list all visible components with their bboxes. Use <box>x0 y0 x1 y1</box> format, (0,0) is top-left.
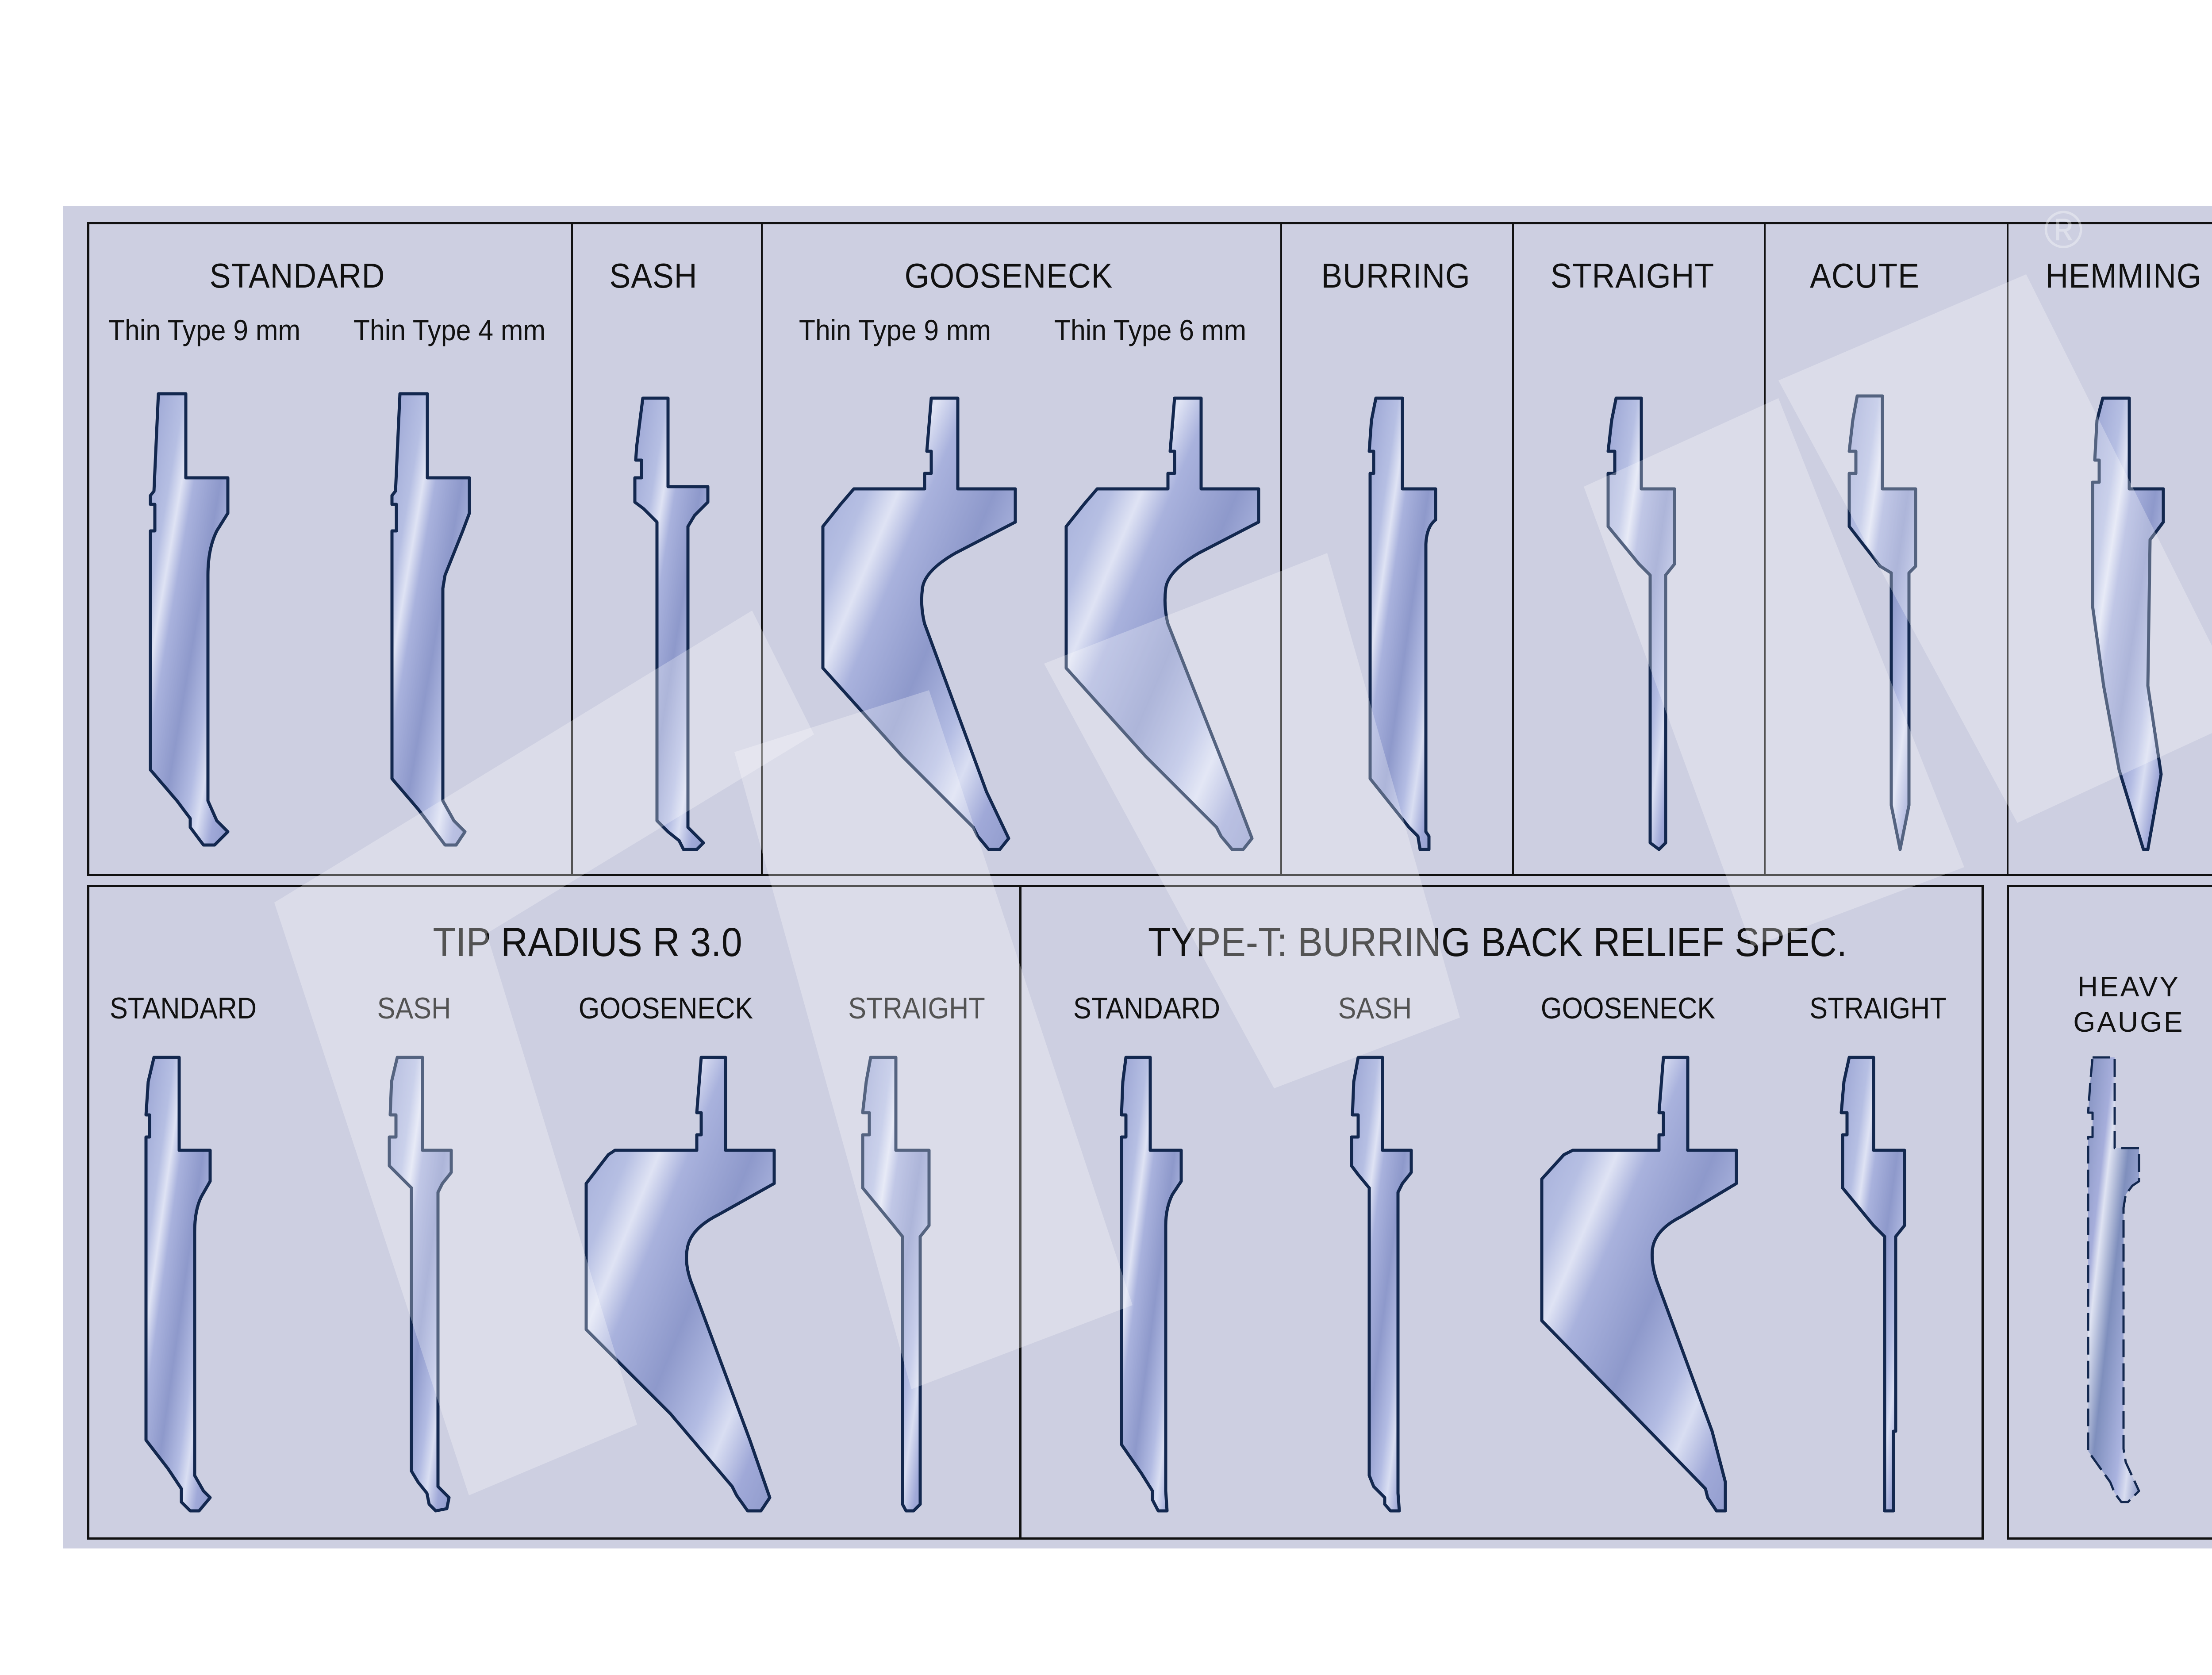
punch-profile-gooseneck-9mm <box>821 396 1017 851</box>
punch-profile-gooseneck-6mm <box>1064 396 1260 851</box>
section-title-sash: SASH <box>609 256 698 295</box>
section-title-tip-radius: TIP RADIUS R 3.0 <box>433 920 742 965</box>
item-label-typet-standard: STANDARD <box>1073 991 1221 1025</box>
section-title-acute: ACUTE <box>1810 256 1920 295</box>
item-label-tip-sash: SASH <box>377 991 451 1025</box>
heavy-gauge-line1: HEAVY <box>2077 971 2181 1003</box>
item-label-typet-gooseneck: GOOSENECK <box>1540 991 1716 1025</box>
punch-profile-typet-sash <box>1350 1056 1413 1513</box>
section-title-type-t: TYPE-T: BURRING BACK RELIEF SPEC. <box>1148 920 1847 965</box>
section-title-straight: STRAIGHT <box>1550 256 1715 295</box>
section-title-burring: BURRING <box>1321 256 1471 295</box>
section-title-gooseneck: GOOSENECK <box>904 256 1113 295</box>
divider <box>761 222 763 876</box>
section-title-heavy-gauge: HEAVY GAUGE <box>2073 969 2184 1040</box>
divider <box>1764 222 1766 876</box>
punch-profile-tip-standard <box>144 1056 212 1513</box>
punch-profile-standard-9mm <box>149 392 230 847</box>
variant-label-standard-9mm: Thin Type 9 mm <box>108 314 301 346</box>
variant-label-gooseneck-6mm: Thin Type 6 mm <box>1054 314 1247 346</box>
punch-profile-typet-straight <box>1839 1056 1906 1513</box>
item-label-tip-gooseneck: GOOSENECK <box>578 991 753 1025</box>
divider <box>1512 222 1514 876</box>
punch-profile-heavy-gauge <box>2087 1056 2140 1503</box>
divider <box>1280 222 1282 876</box>
punch-profile-tip-sash <box>388 1056 453 1513</box>
top-row-frame <box>87 222 2212 876</box>
heavy-gauge-frame <box>2007 885 2212 1540</box>
heavy-gauge-line2: GAUGE <box>2073 1006 2185 1038</box>
punch-profile-straight <box>1606 396 1676 851</box>
punch-profile-typet-standard <box>1120 1056 1183 1513</box>
item-label-tip-straight: STRAIGHT <box>848 991 985 1025</box>
item-label-typet-straight: STRAIGHT <box>1809 991 1947 1025</box>
punch-profile-tip-gooseneck <box>584 1056 776 1513</box>
type-t-frame <box>1019 885 1984 1540</box>
punch-profile-typet-gooseneck <box>1540 1056 1738 1513</box>
variant-label-gooseneck-9mm: Thin Type 9 mm <box>799 314 991 346</box>
item-label-tip-standard: STANDARD <box>109 991 257 1025</box>
variant-label-standard-4mm: Thin Type 4 mm <box>353 314 546 346</box>
punch-profile-burring <box>1367 396 1437 851</box>
divider <box>2007 222 2008 876</box>
item-label-typet-sash: SASH <box>1338 991 1412 1025</box>
punch-profile-acute <box>1847 394 1917 851</box>
punch-profile-sash <box>633 396 710 851</box>
section-title-hemming: HEMMING <box>2045 256 2202 295</box>
punch-profile-tip-straight <box>861 1056 931 1513</box>
divider <box>571 222 573 876</box>
section-title-standard: STANDARD <box>209 256 385 295</box>
punch-profile-standard-4mm <box>390 392 471 847</box>
punch-profile-hemming <box>2091 396 2165 851</box>
